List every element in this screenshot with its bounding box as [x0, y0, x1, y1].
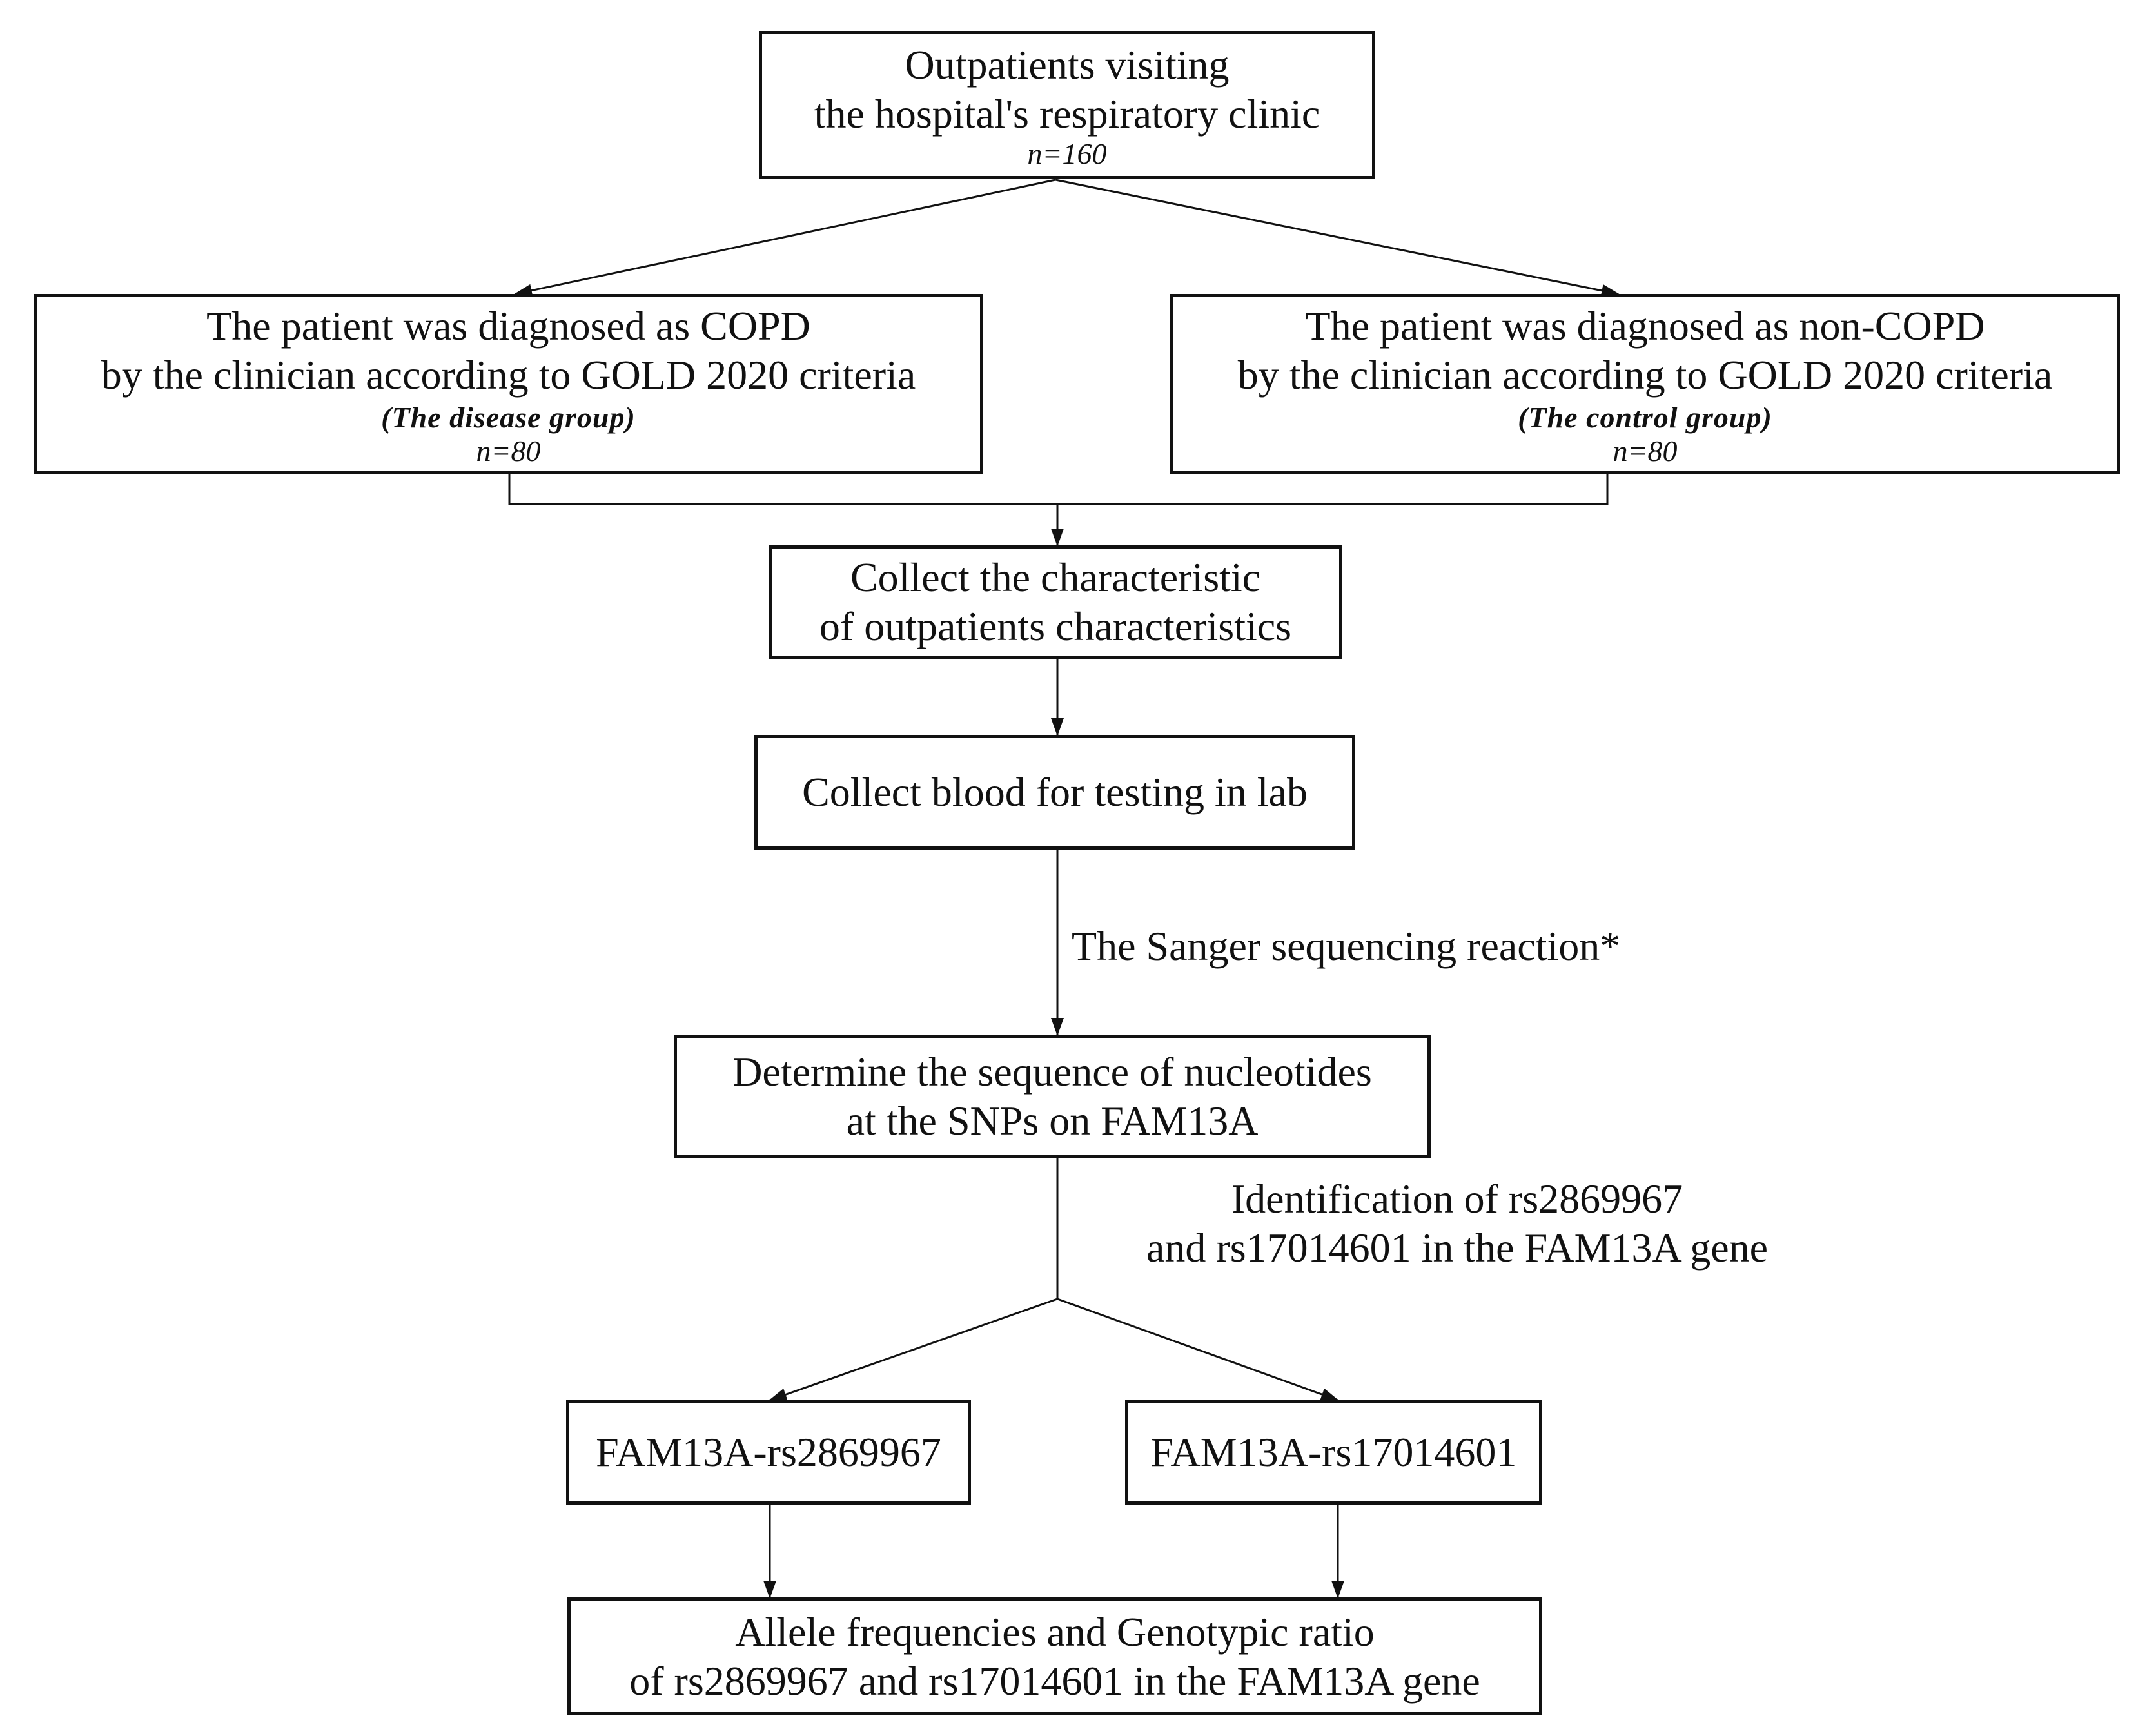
node-copd-line-2: by the clinician according to GOLD 2020 … [101, 352, 916, 398]
node-collect-blood-line-1: Collect blood for testing in lab [802, 769, 1308, 815]
edge-split-to-snp1 [769, 1298, 1058, 1401]
node-outpatients-line-1: Outpatients visiting [905, 42, 1230, 88]
edge-merge-bracket [508, 474, 1609, 505]
edge-outpatients-to-copd [514, 179, 1056, 297]
edge-label-identification-line-1: Identification of rs2869967 [1231, 1176, 1683, 1222]
node-snp2: FAM13A-rs17014601 [1125, 1400, 1542, 1505]
node-copd-line-1: The patient was diagnosed as COPD [206, 303, 810, 349]
node-collect-blood: Collect blood for testing in lab [754, 735, 1355, 850]
edge-label-identification-line-2: and rs17014601 in the FAM13A gene [1146, 1225, 1769, 1271]
edge-label-identification: Identification of rs2869967 and rs170146… [1096, 1175, 1818, 1273]
node-copd-count: n=80 [476, 434, 541, 467]
node-collect-characteristics-line-2: of outpatients characteristics [819, 603, 1292, 649]
node-outpatients-count: n=160 [1027, 137, 1107, 170]
node-snp2-label: FAM13A-rs17014601 [1150, 1429, 1517, 1475]
node-non-copd-line-1: The patient was diagnosed as non-COPD [1305, 303, 1985, 349]
node-snp1-label: FAM13A-rs2869967 [596, 1429, 941, 1475]
node-non-copd: The patient was diagnosed as non-COPD by… [1170, 294, 2120, 474]
node-outpatients-line-2: the hospital's respiratory clinic [814, 91, 1320, 137]
node-collect-characteristics: Collect the characteristic of outpatient… [769, 545, 1342, 659]
node-results-line-2: of rs2869967 and rs17014601 in the FAM13… [629, 1657, 1480, 1704]
node-collect-characteristics-line-1: Collect the characteristic [850, 554, 1261, 600]
edge-split-to-snp2 [1057, 1298, 1339, 1401]
node-copd-group: (The disease group) [381, 401, 636, 434]
node-non-copd-group: (The control group) [1518, 401, 1772, 434]
edge-outpatients-to-non-copd [1055, 179, 1620, 297]
node-outpatients: Outpatients visiting the hospital's resp… [759, 31, 1375, 179]
node-copd: The patient was diagnosed as COPD by the… [34, 294, 983, 474]
node-determine-sequence: Determine the sequence of nucleotides at… [674, 1035, 1431, 1158]
node-determine-sequence-line-2: at the SNPs on FAM13A [846, 1097, 1259, 1144]
node-snp1: FAM13A-rs2869967 [566, 1400, 971, 1505]
node-results-line-1: Allele frequencies and Genotypic ratio [735, 1608, 1375, 1655]
node-non-copd-line-2: by the clinician according to GOLD 2020 … [1237, 352, 2053, 398]
node-determine-sequence-line-1: Determine the sequence of nucleotides [732, 1048, 1372, 1095]
edge-label-sanger: The Sanger sequencing reaction* [1072, 923, 1621, 969]
node-results: Allele frequencies and Genotypic ratio o… [567, 1597, 1542, 1715]
node-non-copd-count: n=80 [1613, 434, 1678, 467]
